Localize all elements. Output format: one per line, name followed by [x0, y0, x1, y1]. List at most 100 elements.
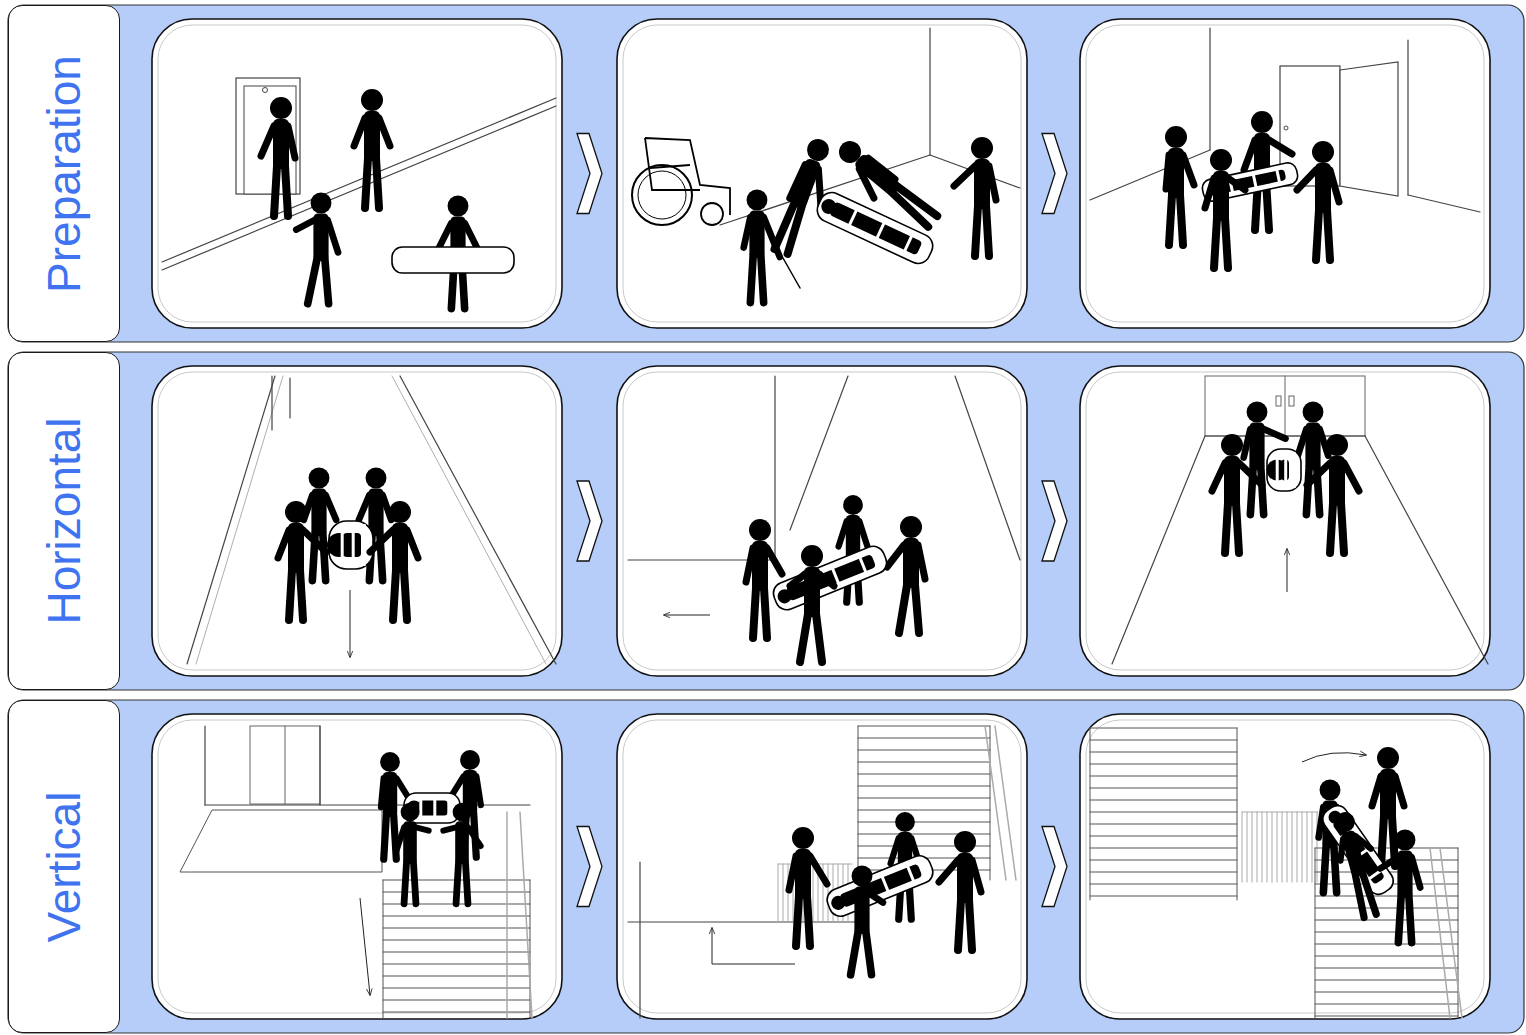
figure-head	[1247, 402, 1268, 423]
figure-leg	[750, 255, 753, 303]
stair-step	[1090, 776, 1237, 777]
figure-arm	[939, 860, 958, 882]
handrail	[985, 726, 1006, 880]
stair-step	[858, 738, 990, 739]
figure-leg	[1398, 895, 1401, 943]
figure-arm	[326, 495, 336, 520]
panel-inner-frame	[623, 720, 1021, 1013]
figure-arm	[296, 220, 314, 230]
stair-step	[383, 940, 530, 941]
stick-figure	[1297, 141, 1339, 260]
stair-step	[1315, 992, 1458, 993]
figure-arm	[918, 545, 925, 579]
stair-step	[383, 964, 530, 965]
step-chevron	[577, 481, 602, 561]
stick-figure	[354, 89, 390, 208]
stair-step	[1090, 872, 1237, 873]
wheelchair-wheel	[632, 165, 692, 225]
stretcher-strap	[1276, 452, 1279, 488]
railing-bar	[1312, 812, 1313, 882]
figure-leg	[807, 896, 810, 946]
stair-step	[383, 1012, 530, 1013]
railing-bar	[828, 864, 829, 922]
handrail	[995, 726, 1016, 880]
direction-arrow	[1302, 753, 1366, 762]
door-knob	[1284, 126, 1288, 130]
panel-frame	[1080, 19, 1490, 328]
figure-arm	[789, 856, 796, 890]
stair-step	[1090, 740, 1237, 741]
stick-figure	[746, 519, 782, 638]
figure-arm	[1239, 463, 1262, 485]
figure-arm	[790, 163, 805, 199]
figure-arm	[379, 118, 390, 146]
figure-arm	[1264, 429, 1286, 439]
figure-leg	[800, 614, 808, 662]
stretcher-strap	[363, 524, 366, 566]
stair-step	[1090, 896, 1237, 897]
figure-head	[1251, 111, 1273, 133]
figure-head	[1312, 141, 1334, 163]
panel-inner-frame	[1086, 25, 1484, 322]
railing-bar	[1242, 812, 1318, 813]
figure-arm	[954, 166, 975, 186]
stretcher	[392, 247, 514, 273]
figure-arm	[868, 157, 895, 180]
stretcher-strap	[1284, 452, 1287, 488]
panel-inner-frame	[158, 720, 556, 1013]
figure-arm	[1244, 429, 1251, 458]
row-band	[8, 5, 1524, 342]
wall-line	[1365, 436, 1488, 664]
stair-step	[858, 726, 859, 880]
figure-head	[895, 812, 915, 832]
direction-arrow	[360, 898, 370, 995]
wall-line	[187, 376, 275, 664]
figure-arm	[1330, 170, 1339, 202]
figure-head	[1165, 126, 1187, 148]
door-knob	[263, 88, 268, 93]
figure-arm	[1212, 463, 1225, 491]
stretcher	[327, 521, 373, 569]
wall-line	[196, 376, 283, 664]
stair-step	[858, 774, 990, 775]
figure-leg	[969, 900, 972, 950]
railing-bar	[1267, 812, 1268, 882]
stretcher-strap	[352, 524, 355, 566]
stretcher-board	[392, 247, 514, 273]
patient-body	[418, 801, 448, 816]
railing-bar	[1242, 812, 1243, 882]
stair-step	[1315, 920, 1458, 921]
figure-arm	[443, 827, 456, 830]
stick-figure	[304, 468, 336, 581]
stretcher-strap	[881, 874, 889, 894]
figure-arm	[328, 220, 338, 252]
panel-inner-frame	[158, 372, 556, 670]
figure-arm	[439, 223, 451, 248]
row-label-tab: Preparation	[8, 5, 120, 342]
stick-figure	[841, 866, 883, 975]
wall-line	[1112, 436, 1205, 664]
figure-leg	[1261, 467, 1264, 514]
figure-arm	[891, 838, 899, 863]
stretcher-strap	[848, 207, 858, 229]
figure-arm	[810, 856, 827, 884]
figure-arm	[288, 126, 295, 158]
figure-arm	[1297, 170, 1316, 190]
stretcher-strap	[903, 233, 913, 255]
door-frame	[236, 78, 300, 194]
patient-body	[786, 554, 877, 601]
figure-arm	[1372, 776, 1381, 806]
stretcher-strap	[906, 863, 914, 883]
figure-arm	[869, 893, 883, 903]
scene-drawings	[162, 28, 1488, 1018]
stair-step	[1090, 812, 1237, 813]
figure-leg	[761, 255, 764, 303]
figure-head	[311, 193, 332, 214]
stick-figure	[954, 137, 996, 256]
figure-leg	[785, 206, 805, 254]
figure-head	[448, 196, 469, 217]
stick-figure	[296, 193, 338, 304]
panel-inner-frame	[623, 25, 1021, 322]
figure-arm	[1344, 463, 1359, 491]
panel-inner-frame	[158, 25, 556, 322]
